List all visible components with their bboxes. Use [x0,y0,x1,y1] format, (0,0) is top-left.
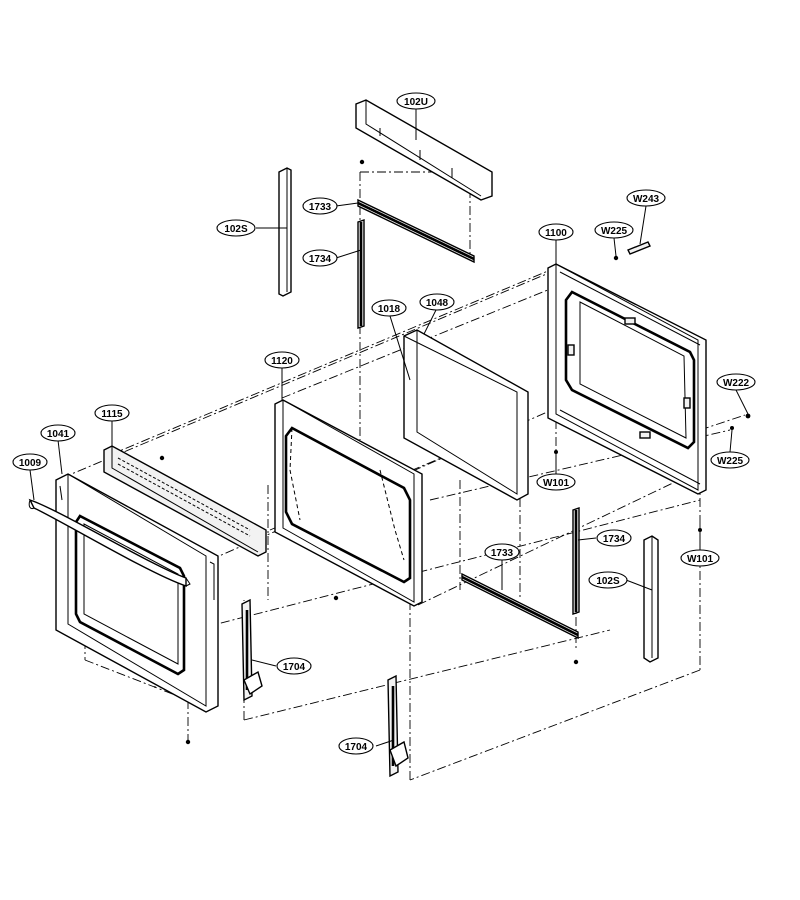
svg-text:1048: 1048 [426,298,449,309]
svg-text:102S: 102S [596,576,620,587]
part-1704-hinge-center [387,674,409,778]
screw-W225-top [613,255,619,261]
screw-vent [159,455,165,461]
screws [159,159,751,745]
svg-text:1115: 1115 [101,409,123,420]
part-1733-bracket-lower [461,572,579,640]
callout-1041: 1041 [40,424,76,442]
callout-1734-upper: 1734 [302,249,338,267]
part-1018-glass-panel [403,329,529,501]
svg-text:1733: 1733 [309,202,332,213]
part-1120-middle-panel [274,399,423,607]
part-1704-hinge-left [241,598,263,702]
svg-text:W101: W101 [687,554,714,565]
part-1733-bracket-upper [357,198,475,264]
screw-W222 [745,413,751,419]
part-102S-side-trim-upper [278,167,292,297]
callout-1018: 1018 [371,299,407,317]
svg-text:W225: W225 [717,456,744,467]
svg-text:1100: 1100 [545,228,567,239]
callouts: 102U 102S 1733 1734 1018 1048 1100 W225 [12,92,756,755]
part-1100-inner-frame [547,263,707,495]
screw-panel [333,595,339,601]
callout-102S-lower: 102S [588,571,628,589]
part-1734-bracket-lower [572,507,580,615]
callout-1048: 1048 [419,293,455,311]
screw-door-bottom [185,739,191,745]
svg-text:1704: 1704 [345,742,368,753]
callout-W101-low: W101 [680,549,720,567]
svg-text:102S: 102S [224,224,248,235]
svg-text:1704: 1704 [283,662,306,673]
screw-W225-right [730,426,734,430]
callout-W225-upper: W225 [594,221,634,239]
svg-text:1009: 1009 [19,458,42,469]
callout-W101-mid: W101 [536,473,576,491]
screw-W101-low [698,528,702,532]
callout-1115: 1115 [94,404,130,422]
svg-text:W243: W243 [633,194,660,205]
part-102U-top-trim [355,99,493,201]
screw-W101-mid [554,450,558,454]
callout-1733-lower: 1733 [484,543,520,561]
callout-102S-upper: 102S [216,219,256,237]
svg-text:W101: W101 [543,478,570,489]
svg-text:1733: 1733 [491,548,514,559]
callout-1734-lower: 1734 [596,529,632,547]
callout-W225-right: W225 [710,451,750,469]
svg-text:102U: 102U [404,97,428,108]
part-102S-side-trim-lower [643,535,659,663]
screw-top [359,159,365,165]
callout-1704-center: 1704 [338,737,374,755]
callout-1120: 1120 [264,351,300,369]
part-1009-door-handle [28,498,191,587]
svg-text:W222: W222 [723,378,750,389]
screw-bracket-low [573,659,579,665]
part-1115-vent-trim [103,445,267,557]
callout-1009: 1009 [12,453,48,471]
svg-text:1018: 1018 [378,304,401,315]
screw-W243 [627,241,651,255]
callout-1733-upper: 1733 [302,197,338,215]
svg-text:1734: 1734 [603,534,626,545]
callout-1100: 1100 [538,223,574,241]
part-1734-bracket-upper [357,219,365,329]
leader-lines [29,108,749,747]
callout-W222: W222 [716,373,756,391]
callout-1704-left: 1704 [276,657,312,675]
svg-text:1120: 1120 [271,356,293,367]
callout-102U: 102U [396,92,436,110]
svg-text:W225: W225 [601,226,628,237]
svg-text:1041: 1041 [47,429,70,440]
callout-W243: W243 [626,189,666,207]
svg-text:1734: 1734 [309,254,332,265]
